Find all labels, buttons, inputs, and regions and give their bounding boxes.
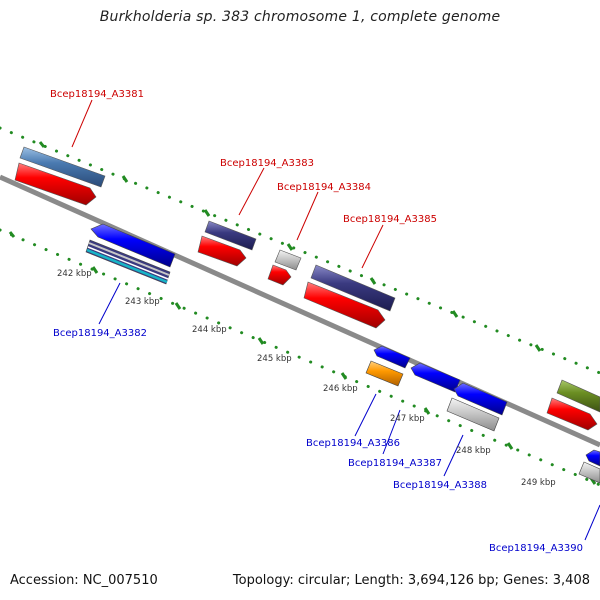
gene-a3381-cog[interactable] bbox=[19, 146, 106, 188]
gene-a3382[interactable] bbox=[90, 223, 176, 268]
scale-label-246: 246 kbp bbox=[323, 384, 358, 394]
reverse-genes bbox=[85, 223, 600, 484]
gene-a3383-cog[interactable] bbox=[204, 220, 257, 251]
gene-a3386-cog[interactable] bbox=[365, 360, 404, 387]
scale-label-243: 243 kbp bbox=[125, 297, 160, 307]
genome-map: Bcep18194_A3381 Bcep18194_A3383 Bcep1819… bbox=[0, 89, 600, 554]
outer-major-ticks bbox=[38, 141, 542, 352]
gene-label-a3384[interactable]: Bcep18194_A3384 bbox=[277, 182, 371, 193]
gene-label-a3388[interactable]: Bcep18194_A3388 bbox=[393, 480, 487, 491]
gene-label-a3383[interactable]: Bcep18194_A3383 bbox=[220, 158, 314, 169]
map-title: Burkholderia sp. 383 chromosome 1, compl… bbox=[99, 9, 501, 25]
gene-label-a3385[interactable]: Bcep18194_A3385 bbox=[343, 214, 437, 225]
scale-label-247: 247 kbp bbox=[390, 414, 425, 424]
genome-summary: Topology: circular; Length: 3,694,126 bp… bbox=[232, 573, 590, 588]
gene-a3385-cog[interactable] bbox=[310, 264, 396, 312]
gene-a3381[interactable] bbox=[14, 162, 97, 206]
gene-a3387[interactable] bbox=[410, 362, 461, 393]
gene-a3389[interactable] bbox=[546, 397, 598, 431]
accession-label: Accession: NC_007510 bbox=[10, 573, 158, 588]
gene-a3390-cog[interactable] bbox=[578, 461, 600, 484]
reverse-leaders bbox=[98, 282, 600, 541]
scale-label-249: 249 kbp bbox=[521, 478, 556, 488]
gene-label-a3386[interactable]: Bcep18194_A3386 bbox=[306, 438, 400, 449]
gene-a3389-cog[interactable] bbox=[556, 379, 600, 413]
scale-label-244: 244 kbp bbox=[192, 325, 227, 335]
gene-a3388[interactable] bbox=[453, 382, 508, 416]
chromosome-backbone bbox=[0, 174, 600, 448]
gene-a3390[interactable] bbox=[585, 449, 600, 467]
gene-a3388-cog[interactable] bbox=[446, 397, 500, 432]
gene-label-a3381[interactable]: Bcep18194_A3381 bbox=[50, 89, 144, 100]
gene-a3384[interactable] bbox=[267, 264, 292, 286]
gene-label-a3387[interactable]: Bcep18194_A3387 bbox=[348, 458, 442, 469]
forward-leaders bbox=[71, 99, 384, 269]
gene-label-a3382[interactable]: Bcep18194_A3382 bbox=[53, 328, 147, 339]
gene-a3384-cog[interactable] bbox=[274, 249, 302, 271]
gene-a3382-cog[interactable] bbox=[85, 239, 171, 285]
gene-a3385[interactable] bbox=[303, 281, 386, 329]
scale-label-242: 242 kbp bbox=[57, 269, 92, 279]
gene-label-a3390[interactable]: Bcep18194_A3390 bbox=[489, 543, 583, 554]
scale-label-248: 248 kbp bbox=[456, 446, 491, 456]
inner-major-ticks bbox=[8, 231, 597, 485]
gene-a3383[interactable] bbox=[197, 235, 247, 267]
forward-genes bbox=[14, 146, 600, 431]
scale-label-245: 245 kbp bbox=[257, 354, 292, 364]
inner-scale-track bbox=[0, 228, 600, 487]
gene-a3386[interactable] bbox=[373, 345, 411, 369]
